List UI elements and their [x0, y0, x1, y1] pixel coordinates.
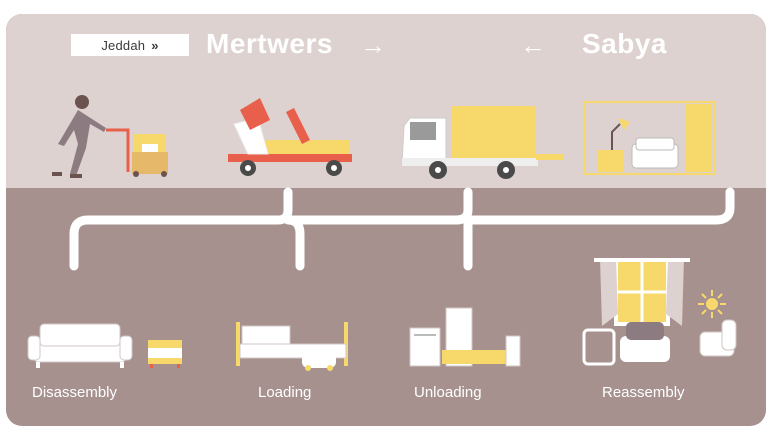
bed-icon — [236, 322, 348, 371]
sofa-icon — [27, 323, 133, 368]
diagram-artwork — [27, 95, 737, 371]
moving-truck-icon — [401, 106, 564, 179]
stage-label-reassembly: Reassembly — [602, 384, 685, 401]
stage-label-loading: Loading — [258, 384, 312, 401]
arrow-right-icon: → — [360, 30, 386, 60]
location-label: Jeddah — [101, 37, 146, 53]
connector-left-drop — [69, 187, 293, 271]
title-left: Mertwers — [206, 28, 333, 59]
living-room-icon — [582, 258, 737, 366]
flow-connectors — [69, 187, 735, 271]
loading-machine-icon — [228, 98, 352, 176]
title-right: Sabya — [582, 28, 667, 59]
connector-mid-drop — [283, 187, 473, 271]
arrow-left-icon: ← — [520, 30, 546, 60]
furnished-room-icon — [583, 101, 715, 175]
sun-icon — [698, 290, 726, 318]
appliances-icon — [409, 307, 521, 367]
stage-label-disassembly: Disassembly — [32, 384, 118, 401]
stage-label-unloading: Unloading — [414, 384, 482, 401]
worker-pushing-cart-icon — [52, 95, 168, 178]
diagram-card: Jeddah » Mertwers → ← Sabya Disassembly … — [6, 14, 766, 426]
connector-right-drop — [463, 187, 735, 271]
location-label-box: Jeddah » — [71, 34, 189, 56]
nightstand-icon — [148, 340, 182, 368]
double-chevron-right-icon: » — [151, 37, 159, 53]
